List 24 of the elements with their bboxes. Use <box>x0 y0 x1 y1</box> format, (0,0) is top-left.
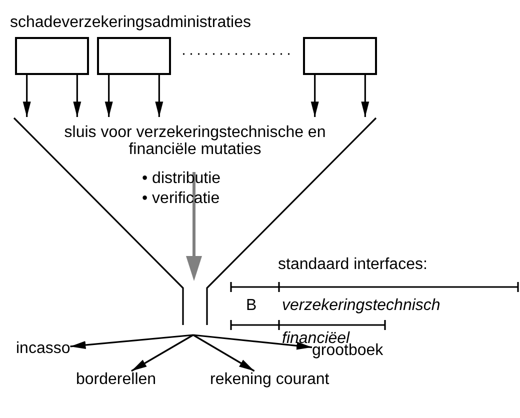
interface-label: B <box>246 297 257 315</box>
title: schadeverzekeringsadministraties <box>10 14 251 32</box>
process-label: sluis voor verzekeringstechnische en financiële mutaties <box>63 124 327 158</box>
interface-label: verzekeringstechnisch <box>282 297 440 315</box>
output-label: grootboek <box>312 342 384 360</box>
output-label: borderellen <box>76 371 156 389</box>
arrow <box>361 75 370 117</box>
heading: standaard interfaces: <box>278 256 428 274</box>
bullet-item: • distributie <box>142 170 221 188</box>
empty-box <box>97 37 171 75</box>
arrow <box>73 75 82 117</box>
empty-box <box>15 37 89 75</box>
arrow <box>193 334 312 350</box>
arrow <box>310 75 319 117</box>
arrow <box>70 334 194 350</box>
bullet-item: • verificatie <box>142 190 220 208</box>
arrow <box>155 75 164 117</box>
output-label: incasso <box>16 340 70 358</box>
arrow <box>131 334 194 372</box>
arrow <box>104 75 113 117</box>
output-label: rekening courant <box>210 371 330 389</box>
arrow <box>192 334 255 372</box>
arrow <box>22 75 31 117</box>
empty-box <box>303 37 377 75</box>
